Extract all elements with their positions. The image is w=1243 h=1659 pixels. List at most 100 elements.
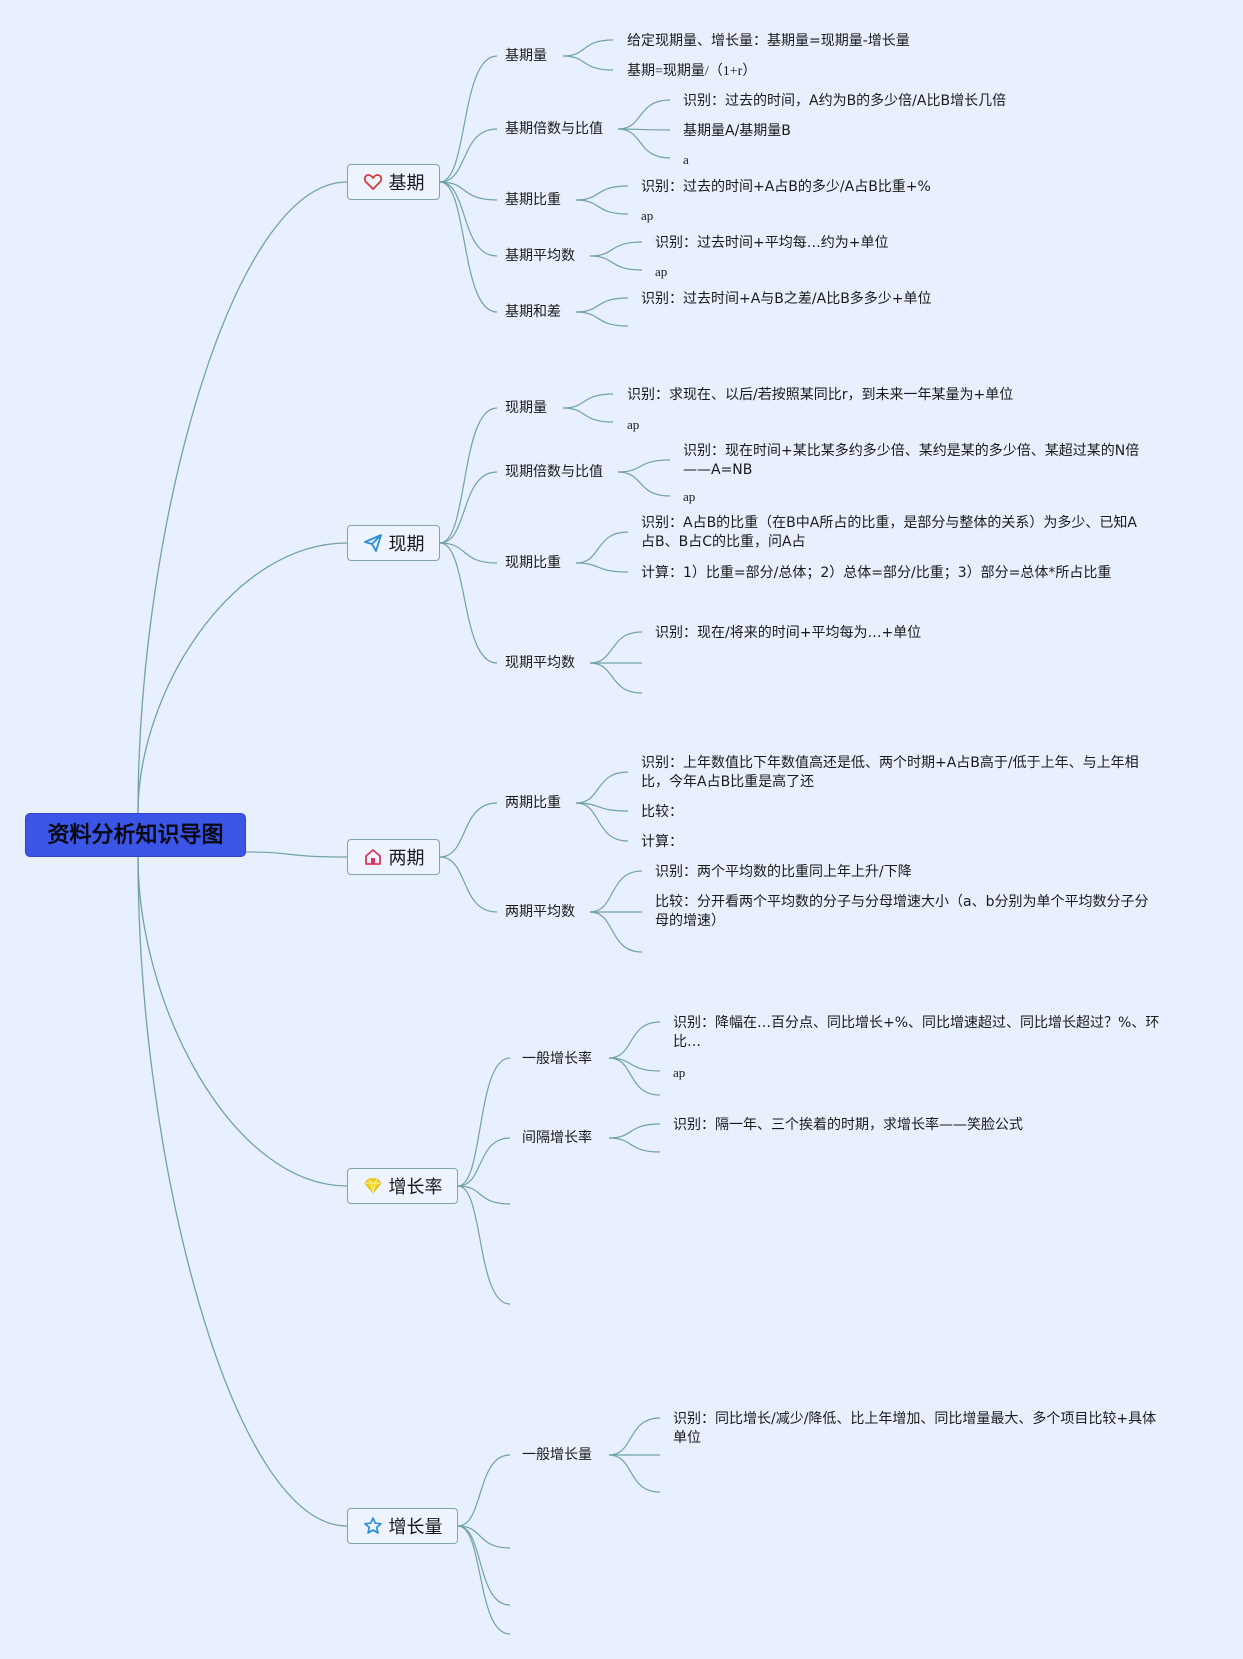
leaf-text: 给定现期量、增长量：基期量=现期量-增长量 (627, 33, 910, 49)
branch-line (439, 802, 498, 858)
leaf-text: 计算：1）比重=部分/总体；2）总体=部分/比重；3）部分=总体*所占比重 (641, 565, 1112, 581)
leaf-line (575, 562, 629, 573)
subtopic-xianqi-bizhong[interactable]: 现期比重 (505, 555, 561, 571)
leaf-text: 比较：分开看两个平均数的分子与分母增速大小（a、b分别为单个平均数分子分母的增速… (655, 894, 1149, 929)
category-node-zengzhanglv[interactable]: 增长率 (347, 1168, 458, 1204)
heart-icon (363, 172, 383, 192)
category-node-zengzhangliang[interactable]: 增长量 (347, 1508, 458, 1544)
subtopic-zengzhanglv-yiban[interactable]: 一般增长率 (522, 1051, 592, 1067)
subtopic-xianqi-beishu[interactable]: 现期倍数与比值 (505, 464, 603, 480)
branch-line (439, 542, 498, 564)
leaf-text: ap (683, 489, 696, 504)
leaf-line (575, 531, 629, 564)
leaf-line (589, 255, 643, 271)
trunk-to-jiqi (137, 181, 348, 814)
leaf-text: 识别：过去时间+平均每…约为+单位 (655, 235, 889, 251)
leaf-line (575, 771, 629, 804)
leaf-text: 识别：A占B的比重（在B中A所占的比重，是部分与整体的关系）为多少、已知A占B、… (641, 515, 1137, 550)
leaf-line (608, 1137, 661, 1153)
trunk-to-zengzhangliang (137, 856, 348, 1527)
leaf-text: 识别：两个平均数的比重同上年上升/下降 (655, 864, 912, 880)
leaf-text: 识别：过去的时间+A占B的多少/A占B比重+% (641, 179, 931, 195)
category-node-liangqi[interactable]: 两期 (347, 839, 440, 875)
leaf-text: ap (655, 264, 668, 279)
branch-line (439, 471, 498, 544)
subtopic-jiqi-pingjun[interactable]: 基期平均数 (505, 248, 575, 264)
category-node-jiqi[interactable]: 基期 (347, 164, 440, 200)
leaf-line (575, 311, 629, 327)
leaf-text: 识别：过去时间+A与B之差/A比B多多少+单位 (641, 291, 932, 307)
leaf-line (575, 802, 629, 812)
category-label: 增长率 (388, 1177, 443, 1198)
branch-line (457, 1057, 511, 1187)
house-icon (363, 847, 383, 867)
subtopic-zengzhangliang-yiban[interactable]: 一般增长量 (522, 1447, 592, 1463)
diamond-icon (363, 1176, 383, 1196)
leaf-line (608, 1123, 661, 1139)
leaf-line (617, 99, 671, 130)
branch-line (439, 181, 498, 201)
leaf-text: 识别：现在时间+某比某多约多少倍、某约是某的多少倍、某超过某的N倍——A=NB (683, 443, 1140, 478)
subtopic-liangqi-pingjun[interactable]: 两期平均数 (505, 904, 575, 920)
subtopic-jiqi-liang[interactable]: 基期量 (505, 48, 547, 64)
leaf-text: 识别：隔一年、三个挨着的时期，求增长率——笑脸公式 (673, 1117, 1023, 1133)
leaf-text: ap (641, 208, 654, 223)
trunk-to-xianqi (137, 542, 348, 814)
trunk-to-zengzhanglv (137, 856, 348, 1187)
branch-line (439, 128, 498, 183)
subtopic-xianqi-pingjun[interactable]: 现期平均数 (505, 655, 575, 671)
leaf-text: ap (673, 1065, 686, 1080)
subtopic-zengzhanglv-jiange[interactable]: 间隔增长率 (522, 1130, 592, 1146)
leaf-line (617, 128, 671, 131)
leaf-text: 识别：上年数值比下年数值高还是低、两个时期+A占B高于/低于上年、与上年相比，今… (641, 755, 1139, 790)
leaf-line (575, 199, 629, 215)
leaf-line (608, 1057, 661, 1096)
leaf-text: 比较： (641, 804, 683, 820)
leaf-line (617, 459, 671, 473)
leaf-text: ap (627, 417, 640, 432)
category-label: 现期 (388, 534, 425, 555)
branch-line (457, 1185, 511, 1305)
branch-line (439, 55, 498, 183)
category-node-xianqi[interactable]: 现期 (347, 525, 440, 561)
branch-line (457, 1137, 511, 1187)
branch-line (439, 407, 498, 544)
leaf-line (562, 39, 614, 57)
leaf-line (617, 128, 671, 159)
subtopic-jiqi-beishu[interactable]: 基期倍数与比值 (505, 121, 603, 137)
leaf-line (617, 471, 671, 497)
leaf-line (562, 55, 614, 71)
leaf-line (589, 241, 643, 257)
leaf-line (562, 393, 614, 409)
leaf-line (608, 1021, 661, 1059)
branch-line (439, 856, 498, 913)
leaf-text: 识别：同比增长/减少/降低、比上年增加、同比增量最大、多个项目比较+具体单位 (673, 1411, 1157, 1446)
leaf-line (575, 185, 629, 201)
subtopic-jiqi-bizhong[interactable]: 基期比重 (505, 192, 561, 208)
subtopic-xianqi-liang[interactable]: 现期量 (505, 400, 547, 416)
leaf-text: 基期量A/基期量B (683, 123, 791, 139)
branch-line (439, 181, 498, 257)
leaf-text: 计算： (641, 834, 683, 850)
leaf-line (608, 1454, 661, 1493)
subtopic-jiqi-hecha[interactable]: 基期和差 (505, 304, 561, 320)
leaf-line (608, 1417, 661, 1456)
leaf-text: 识别：降幅在…百分点、同比增长+%、同比增速超过、同比增长超过？%、环比… (673, 1015, 1160, 1050)
category-label: 两期 (388, 848, 425, 869)
leaf-line (589, 631, 643, 664)
leaf-line (589, 911, 643, 953)
root-node-title[interactable]: 资料分析知识导图 (25, 813, 246, 857)
leaf-line (562, 407, 614, 423)
subtopic-liangqi-bizhong[interactable]: 两期比重 (505, 795, 561, 811)
branch-line (439, 181, 498, 313)
branch-line (457, 1185, 511, 1205)
leaf-text: 识别：求现在、以后/若按照某同比r，到未来一年某量为+单位 (627, 387, 1014, 403)
branch-line (457, 1525, 511, 1549)
leaf-line (575, 297, 629, 313)
trunk-to-liangqi (245, 851, 348, 858)
leaf-line (589, 870, 643, 913)
leaf-text: 识别：过去的时间，A约为B的多少倍/A比B增长几倍 (683, 93, 1007, 109)
star-icon (363, 1516, 383, 1536)
leaf-text: 识别：现在/将来的时间+平均每为…+单位 (655, 625, 922, 641)
